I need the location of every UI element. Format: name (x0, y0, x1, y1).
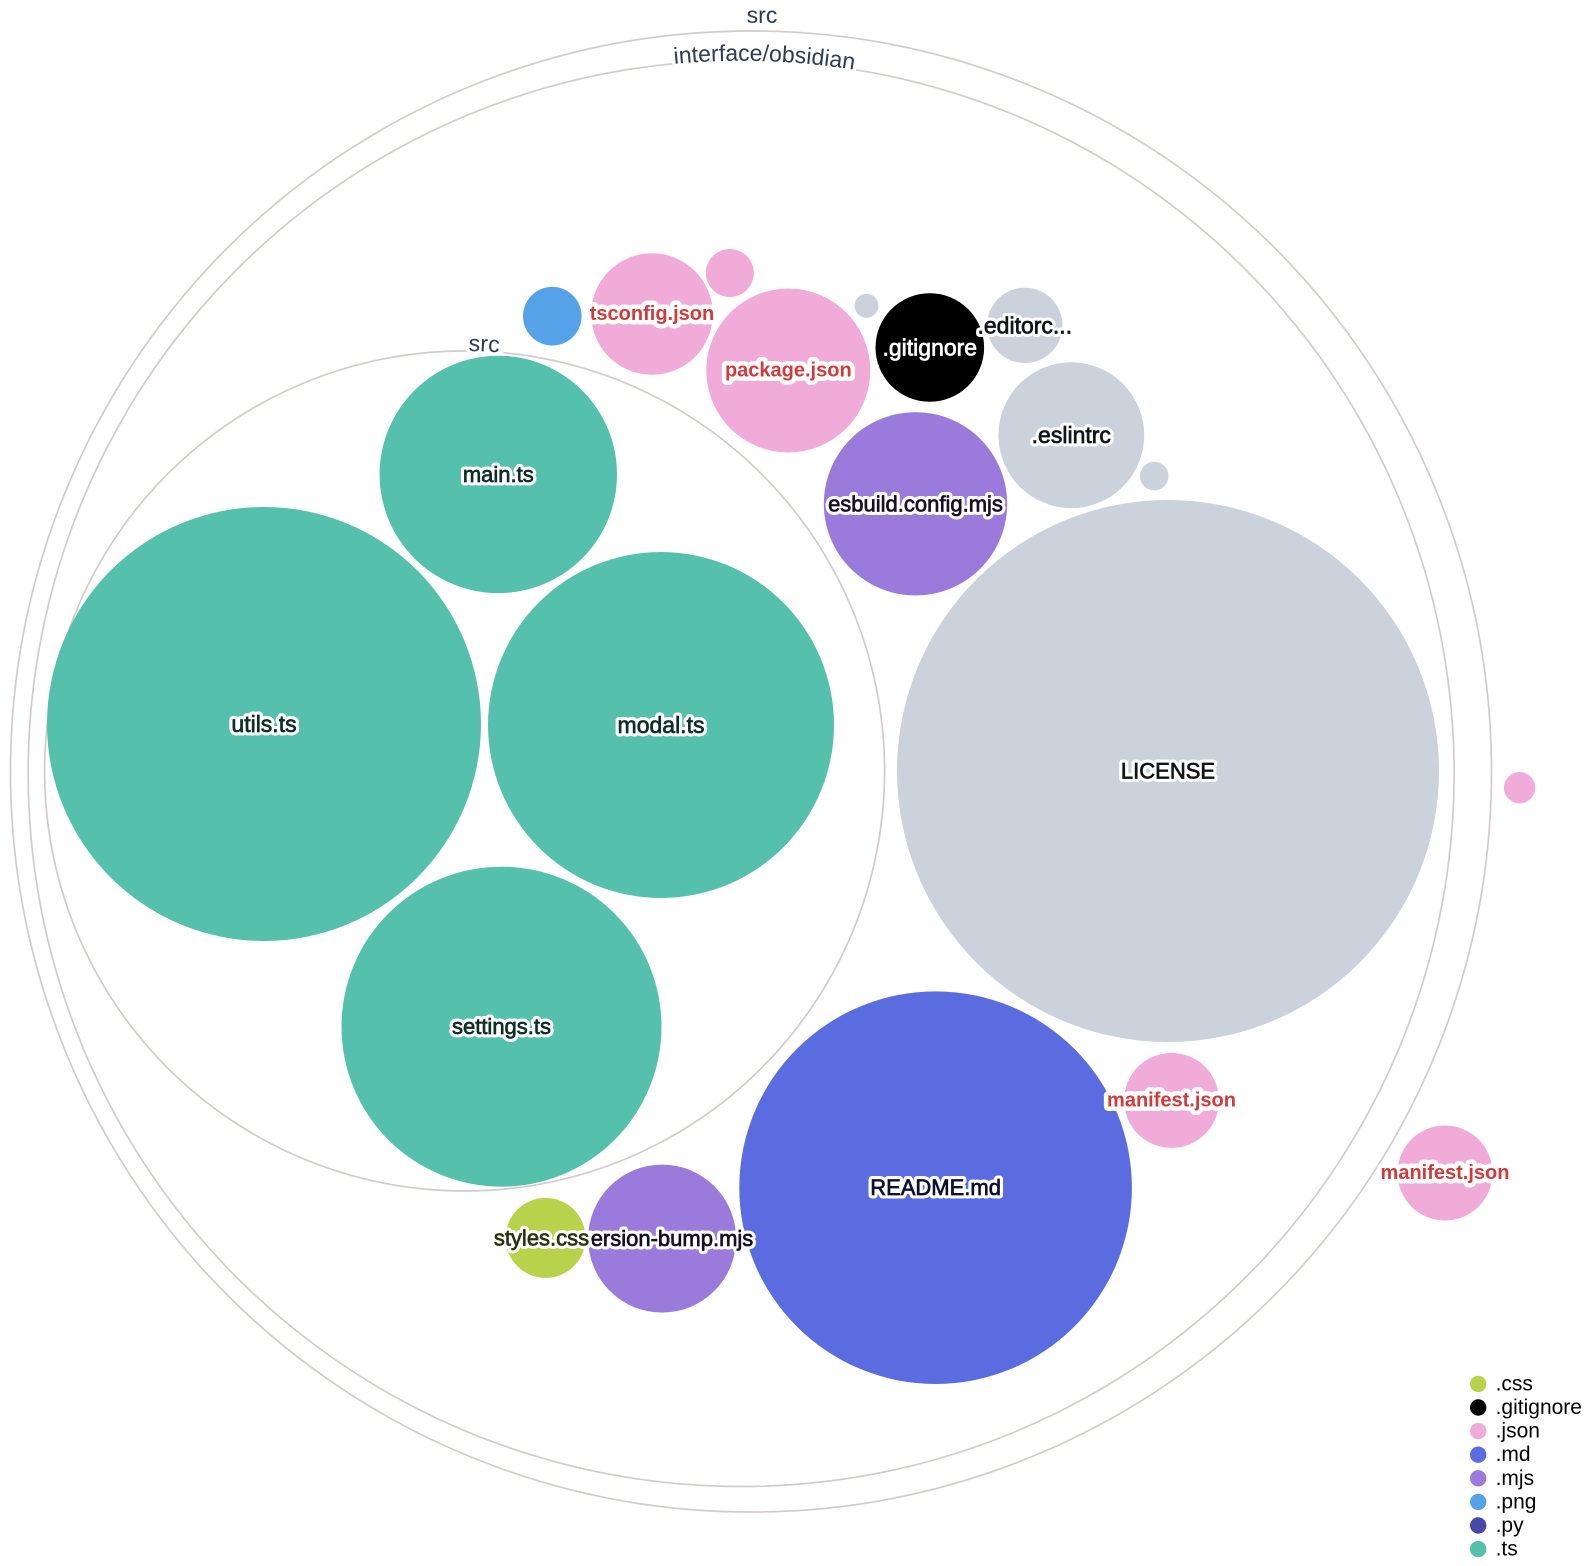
svg-text:README.md: README.md (870, 1175, 1001, 1200)
svg-text:modal.ts: modal.ts (618, 712, 705, 738)
svg-text:styles.css: styles.css (494, 1225, 589, 1250)
svg-text:settings.ts: settings.ts (452, 1014, 551, 1039)
svg-text:manifest.json: manifest.json (1381, 1162, 1510, 1184)
svg-text:src: src (468, 330, 500, 357)
svg-text:LICENSE: LICENSE (1121, 759, 1215, 784)
svg-text:manifest.json: manifest.json (1107, 1089, 1236, 1111)
svg-text:.gitignore: .gitignore (882, 335, 977, 361)
svg-text:styles.css: styles.css (494, 1225, 589, 1250)
svg-text:src: src (747, 2, 778, 28)
svg-text:.ts: .ts (1496, 1538, 1518, 1561)
svg-text:src: src (468, 330, 500, 357)
svg-text:utils.ts: utils.ts (231, 711, 296, 737)
svg-text:.mjs: .mjs (1496, 1467, 1535, 1490)
svg-text:modal.ts: modal.ts (618, 712, 705, 738)
svg-text:utils.ts: utils.ts (231, 711, 296, 737)
svg-text:main.ts: main.ts (463, 462, 534, 487)
svg-text:esbuild.config.mjs: esbuild.config.mjs (828, 491, 1003, 516)
svg-text:tsconfig.json: tsconfig.json (590, 303, 714, 325)
svg-text:LICENSE: LICENSE (1121, 759, 1215, 784)
svg-text:.md: .md (1496, 1443, 1531, 1466)
svg-text:settings.ts: settings.ts (452, 1014, 551, 1039)
svg-text:.gitignore: .gitignore (882, 335, 977, 361)
svg-text:.editorc...: .editorc... (977, 312, 1072, 338)
svg-text:main.ts: main.ts (463, 462, 534, 487)
svg-text:version-bump.mjs: version-bump.mjs (580, 1226, 754, 1251)
svg-text:package.json: package.json (725, 360, 852, 382)
svg-text:.py: .py (1496, 1514, 1525, 1537)
svg-text:README.md: README.md (870, 1175, 1001, 1200)
svg-text:.png: .png (1496, 1490, 1537, 1513)
svg-text:.json: .json (1496, 1420, 1540, 1443)
svg-text:version-bump.mjs: version-bump.mjs (580, 1226, 754, 1251)
svg-text:.eslintrc: .eslintrc (1032, 422, 1111, 448)
svg-text:.gitignore: .gitignore (1496, 1396, 1582, 1419)
svg-text:esbuild.config.mjs: esbuild.config.mjs (828, 491, 1003, 516)
svg-text:manifest.json: manifest.json (1107, 1089, 1236, 1111)
svg-text:.eslintrc: .eslintrc (1032, 422, 1111, 448)
svg-text:package.json: package.json (725, 360, 852, 382)
svg-text:tsconfig.json: tsconfig.json (590, 303, 714, 325)
svg-text:manifest.json: manifest.json (1381, 1162, 1510, 1184)
svg-text:.editorc...: .editorc... (977, 312, 1072, 338)
svg-text:.css: .css (1496, 1372, 1533, 1395)
